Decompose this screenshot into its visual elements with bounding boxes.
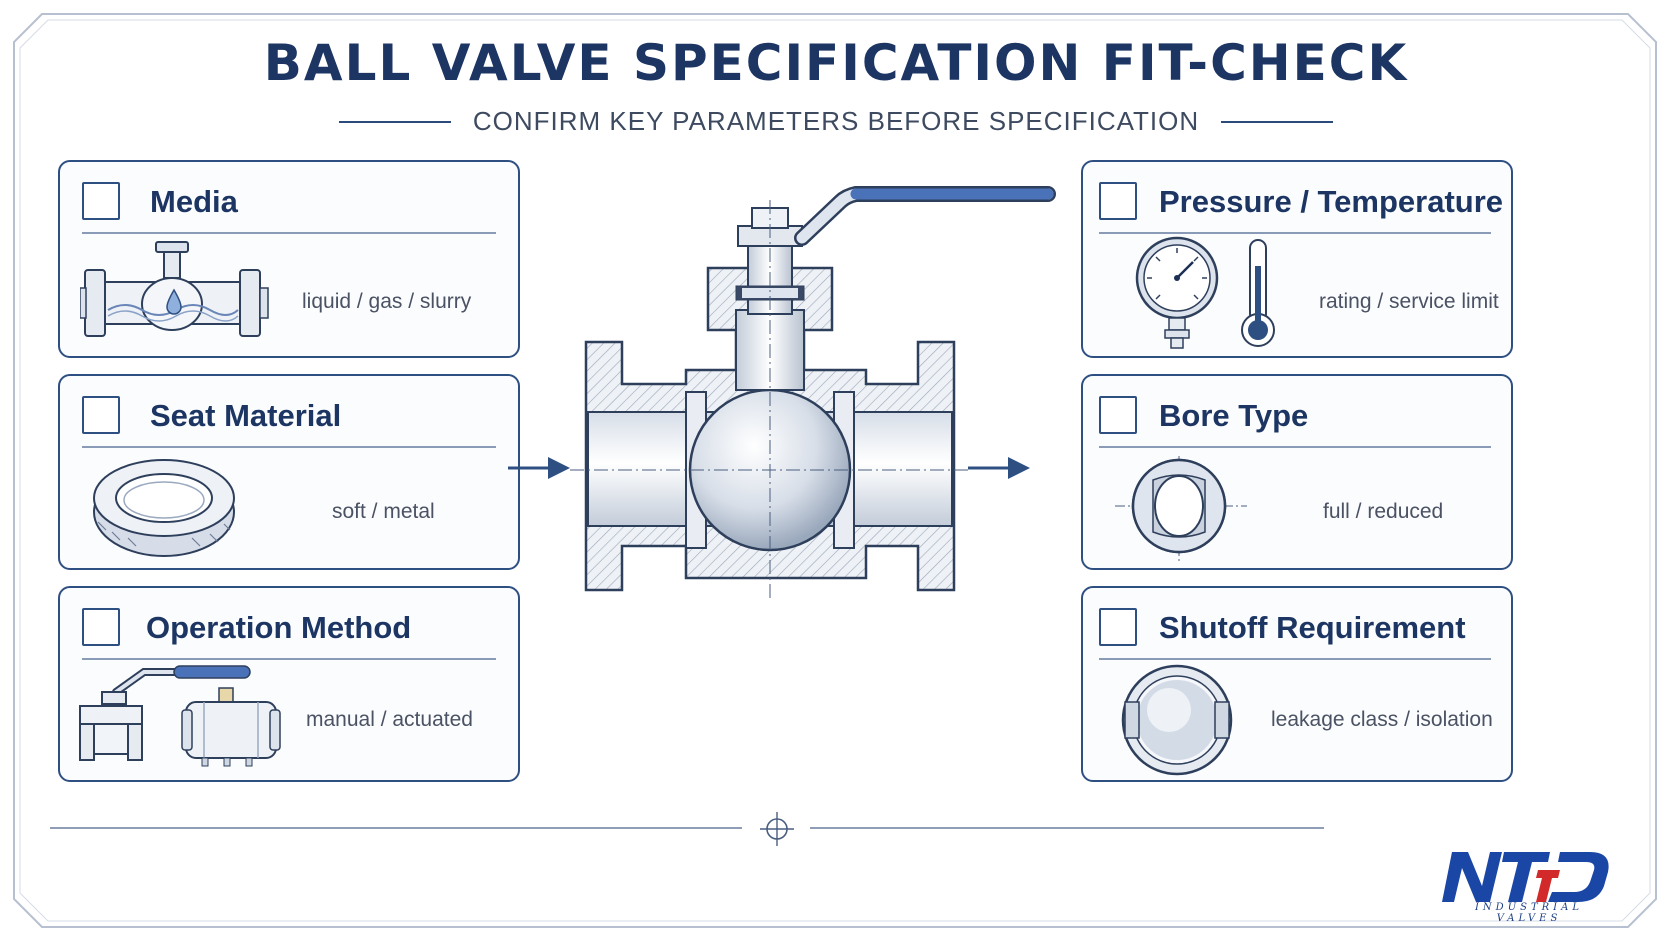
- card-pressure-temperature: Pressure / Temperature rating / service …: [1081, 160, 1513, 358]
- bore-type-checkbox[interactable]: [1099, 396, 1137, 434]
- shutoff-requirement-note: leakage class / isolation: [1271, 708, 1493, 731]
- bore-type-heading: Bore Type: [1159, 398, 1309, 433]
- card-divider: [82, 446, 496, 448]
- card-divider: [1099, 446, 1491, 448]
- logo-tagline: INDUSTRIAL VALVES: [1474, 902, 1583, 924]
- ball-in-seats-icon: [1121, 664, 1233, 776]
- card-shutoff-requirement: Shutoff Requirement leakage class / isol…: [1081, 586, 1513, 782]
- seat-material-checkbox[interactable]: [82, 396, 120, 434]
- card-divider: [82, 658, 496, 660]
- seat-material-note: soft / metal: [332, 500, 435, 523]
- pressure-temperature-note: rating / service limit: [1319, 290, 1499, 313]
- pressure-temperature-checkbox[interactable]: [1099, 182, 1137, 220]
- inlet-arrow-icon: [508, 457, 570, 479]
- subtitle-rule-right: [1221, 120, 1334, 123]
- ball-bore-icon: [1115, 456, 1247, 562]
- page-subtitle: CONFIRM KEY PARAMETERS BEFORE SPECIFICAT…: [472, 106, 1200, 136]
- card-operation-method: Operation Method manual / actuated: [58, 586, 520, 782]
- media-checkbox[interactable]: [82, 182, 120, 220]
- card-divider: [82, 232, 496, 234]
- card-divider: [1099, 232, 1491, 234]
- card-divider: [1099, 658, 1491, 660]
- ball-valve-cross-section: [570, 186, 1056, 600]
- subtitle-row: CONFIRM KEY PARAMETERS BEFORE SPECIFICAT…: [0, 106, 1672, 137]
- sheet-frame: [13, 13, 1657, 928]
- shutoff-requirement-checkbox[interactable]: [1099, 608, 1137, 646]
- spec-sheet: [12, 12, 1658, 929]
- card-bore-type: Bore Type full / reduced: [1081, 374, 1513, 570]
- card-media: Media liquid / gas / slurry: [58, 160, 520, 358]
- lever-and-actuator-icon: [79, 665, 281, 767]
- pressure-temperature-heading: Pressure / Temperature: [1159, 184, 1504, 219]
- operation-method-checkbox[interactable]: [82, 608, 120, 646]
- gauge-and-thermometer-icon: [1135, 236, 1275, 349]
- subtitle-rule-left: [338, 120, 451, 123]
- seat-material-heading: Seat Material: [150, 398, 342, 433]
- pipe-with-water-drop-icon: [80, 241, 269, 337]
- card-seat-material: Seat Material soft / metal: [58, 374, 520, 570]
- crosshair-icon: [760, 812, 794, 846]
- media-note: liquid / gas / slurry: [302, 290, 472, 313]
- shutoff-requirement-heading: Shutoff Requirement: [1159, 610, 1466, 645]
- outlet-arrow-icon: [968, 457, 1030, 479]
- media-heading: Media: [150, 184, 238, 219]
- operation-method-note: manual / actuated: [306, 708, 473, 731]
- bore-type-note: full / reduced: [1323, 500, 1444, 523]
- page-title: BALL VALVE SPECIFICATION FIT-CHECK: [263, 34, 1409, 92]
- ntgd-logo: [1442, 852, 1609, 902]
- seat-ring-icon: [93, 459, 235, 557]
- operation-method-heading: Operation Method: [146, 610, 412, 645]
